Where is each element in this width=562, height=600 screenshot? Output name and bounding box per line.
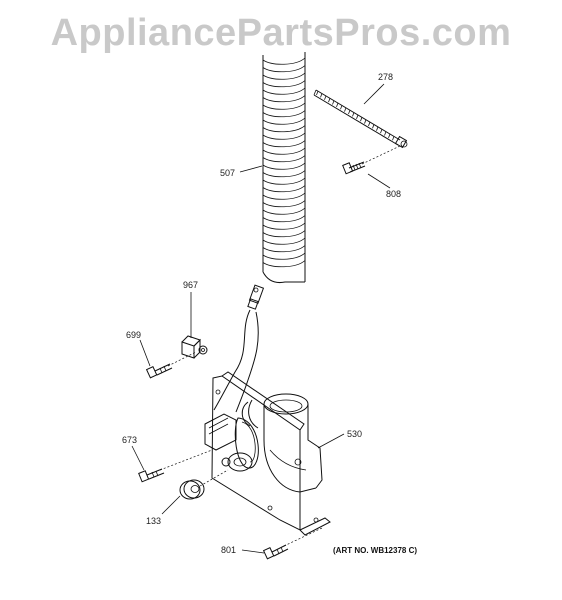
screw-808 [342, 145, 401, 175]
cable-tie-tooth [388, 133, 391, 138]
duct-corrugation-ring [262, 192, 306, 200]
duct-corrugation-ring [262, 230, 306, 238]
duct-corrugation-ring [262, 117, 306, 125]
duct-corrugation-ring [262, 95, 306, 103]
duct-corrugation-ring [262, 140, 306, 148]
duct-corrugation-ring [262, 57, 306, 65]
cable-tie-tooth [392, 136, 395, 141]
duct-corrugation-ring [262, 162, 306, 170]
cable-tie [313, 89, 408, 149]
duct-corrugation-ring [262, 65, 306, 73]
cable-tie-tooth [344, 107, 347, 112]
duct-corrugation-ring [262, 207, 306, 215]
callout-133: 133 [146, 516, 161, 526]
screw-673 [138, 449, 213, 483]
duct-elbow-housing [241, 393, 323, 493]
duct-corrugation-ring [262, 132, 306, 140]
callout-808: 808 [386, 189, 401, 199]
drum-roller-133 [179, 469, 229, 500]
duct-corrugation-ring [262, 110, 306, 118]
duct-corrugation-ring [262, 215, 306, 223]
callout-530: 530 [347, 429, 362, 439]
cable-tie-tooth [316, 90, 319, 96]
screw-699 [145, 351, 197, 379]
duct-corrugation-ring [262, 170, 306, 178]
cable-tie-tooth [380, 128, 383, 134]
callout-801: 801 [221, 545, 236, 555]
duct-corrugation-ring [262, 125, 306, 133]
duct-corrugation-ring [262, 237, 306, 245]
watermark-logo-text: AppliancePartsPros.com [50, 12, 512, 54]
duct-corrugation-ring [262, 80, 306, 88]
cable-tie-tooth [368, 121, 371, 127]
vent-duct [262, 52, 306, 283]
cable-tie-tooth [364, 119, 367, 124]
cable-tie-tooth [348, 109, 351, 115]
callout-699: 699 [126, 330, 141, 340]
duct-corrugation-ring [262, 87, 306, 95]
callout-278: 278 [378, 72, 393, 82]
cable-tie-tooth [328, 97, 331, 103]
leader-lines [131, 83, 391, 554]
duct-corrugation-ring [262, 72, 306, 80]
screw-801 [262, 527, 323, 560]
duct-corrugation-ring [262, 177, 306, 185]
cable-tie-tooth [356, 114, 359, 119]
cable-tie-tooth [352, 112, 355, 117]
cable-tie-tooth [320, 93, 323, 98]
duct-corrugation-ring [262, 185, 306, 193]
cable-tie-tooth [340, 105, 343, 110]
cable-tie-tooth [376, 126, 379, 131]
cable-tie-tooth [336, 102, 339, 108]
duct-corrugation-ring [262, 245, 306, 253]
cable-tie-tooth [360, 117, 363, 122]
cable-tie-tooth [372, 124, 375, 129]
cable-tie-tooth [384, 131, 387, 136]
wire-harness [213, 284, 265, 413]
duct-corrugation-ring [262, 252, 306, 260]
duct-corrugation-ring [262, 260, 306, 268]
callout-967: 967 [183, 280, 198, 290]
blower-motor [204, 413, 259, 472]
duct-corrugation-ring [262, 222, 306, 230]
art-number: (ART NO. WB12378 C) [333, 546, 417, 555]
duct-corrugation-ring [262, 102, 306, 110]
callout-507: 507 [220, 168, 235, 178]
mounting-bracket [211, 371, 331, 536]
duct-corrugation-ring [262, 147, 306, 155]
cable-tie-tooth [332, 100, 335, 105]
duct-corrugation-ring [262, 155, 306, 163]
wire-clamp-967 [181, 335, 208, 359]
callout-673: 673 [122, 435, 137, 445]
cable-tie-tooth [324, 95, 327, 100]
duct-corrugation-ring [262, 200, 306, 208]
